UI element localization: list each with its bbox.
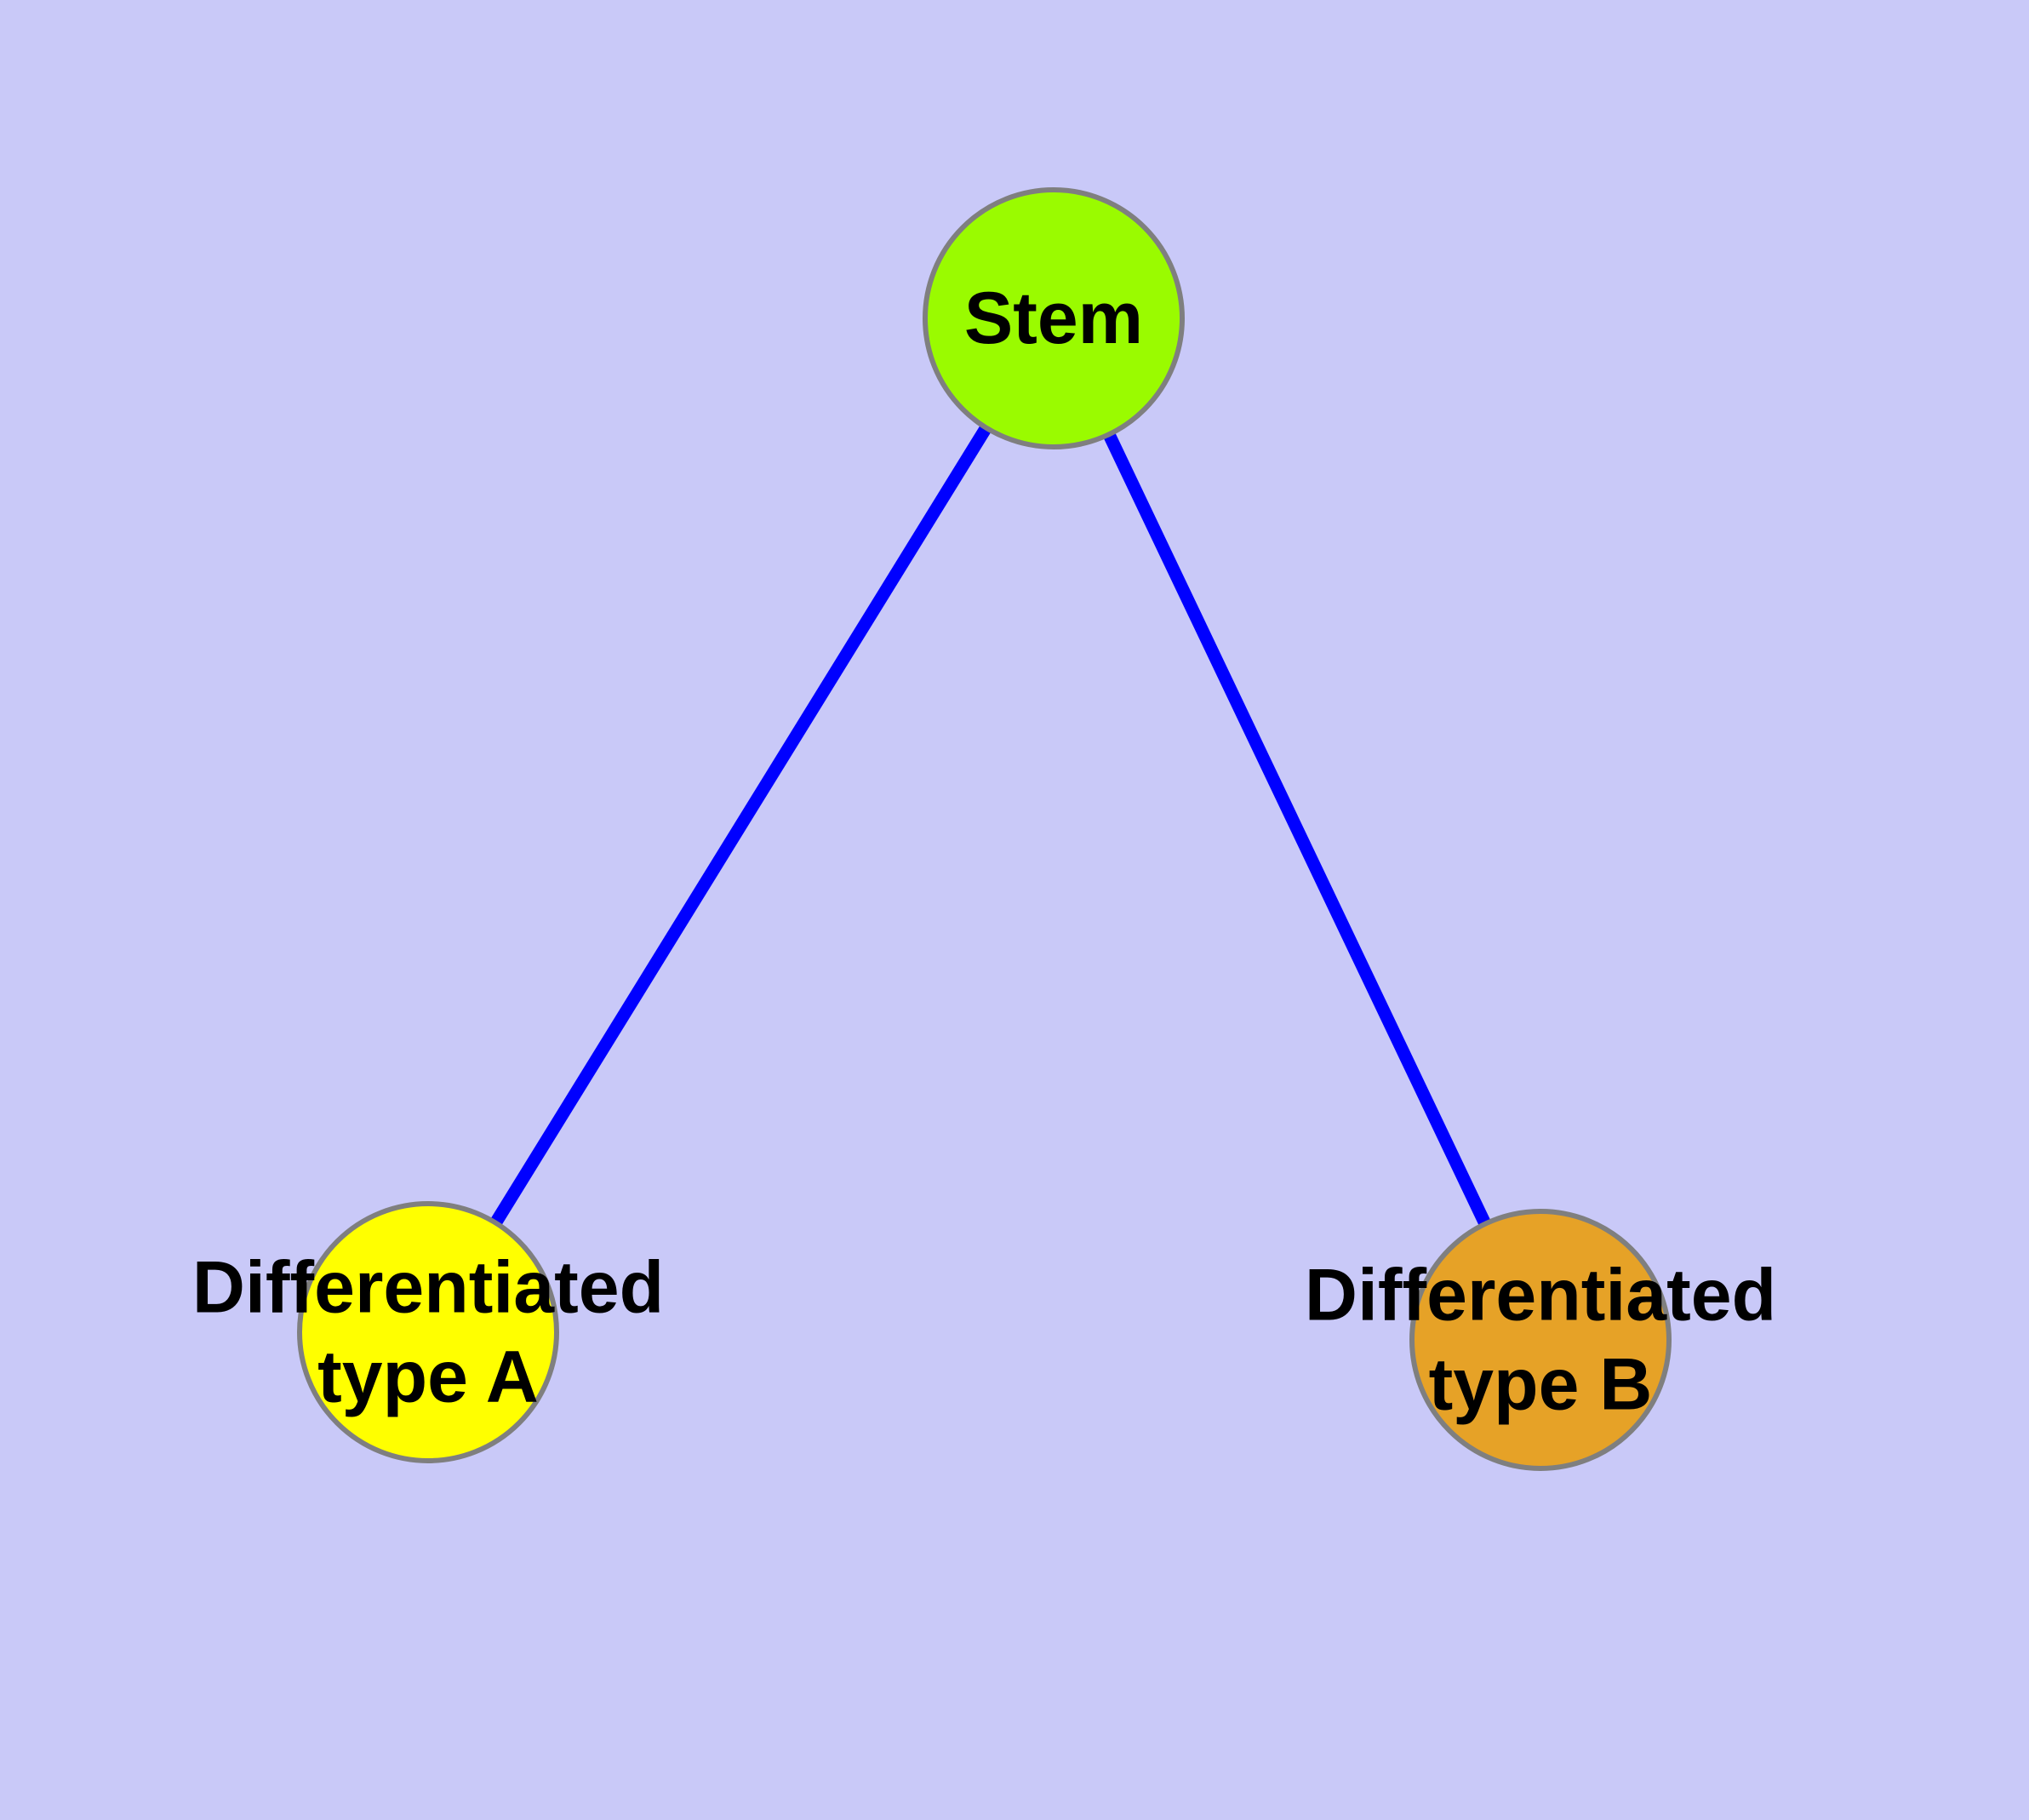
node-diff-b-label-line1: Differentiated <box>1305 1255 1776 1336</box>
node-stem-circle <box>923 187 1185 449</box>
node-diff-b-circle <box>1409 1209 1672 1471</box>
edge-stem-diff-a <box>422 315 1060 1336</box>
node-diff-a-label-line2: type A <box>317 1336 539 1418</box>
node-diff-a-label-line1: Differentiated <box>192 1247 664 1329</box>
node-stem-label-line1: Stem <box>964 278 1143 359</box>
edge-stem-diff-b <box>1048 315 1546 1343</box>
node-stem: Stem <box>923 187 1185 449</box>
node-diff-a-circle <box>297 1201 559 1463</box>
node-diff-b-label-line2: type B <box>1429 1344 1653 1426</box>
